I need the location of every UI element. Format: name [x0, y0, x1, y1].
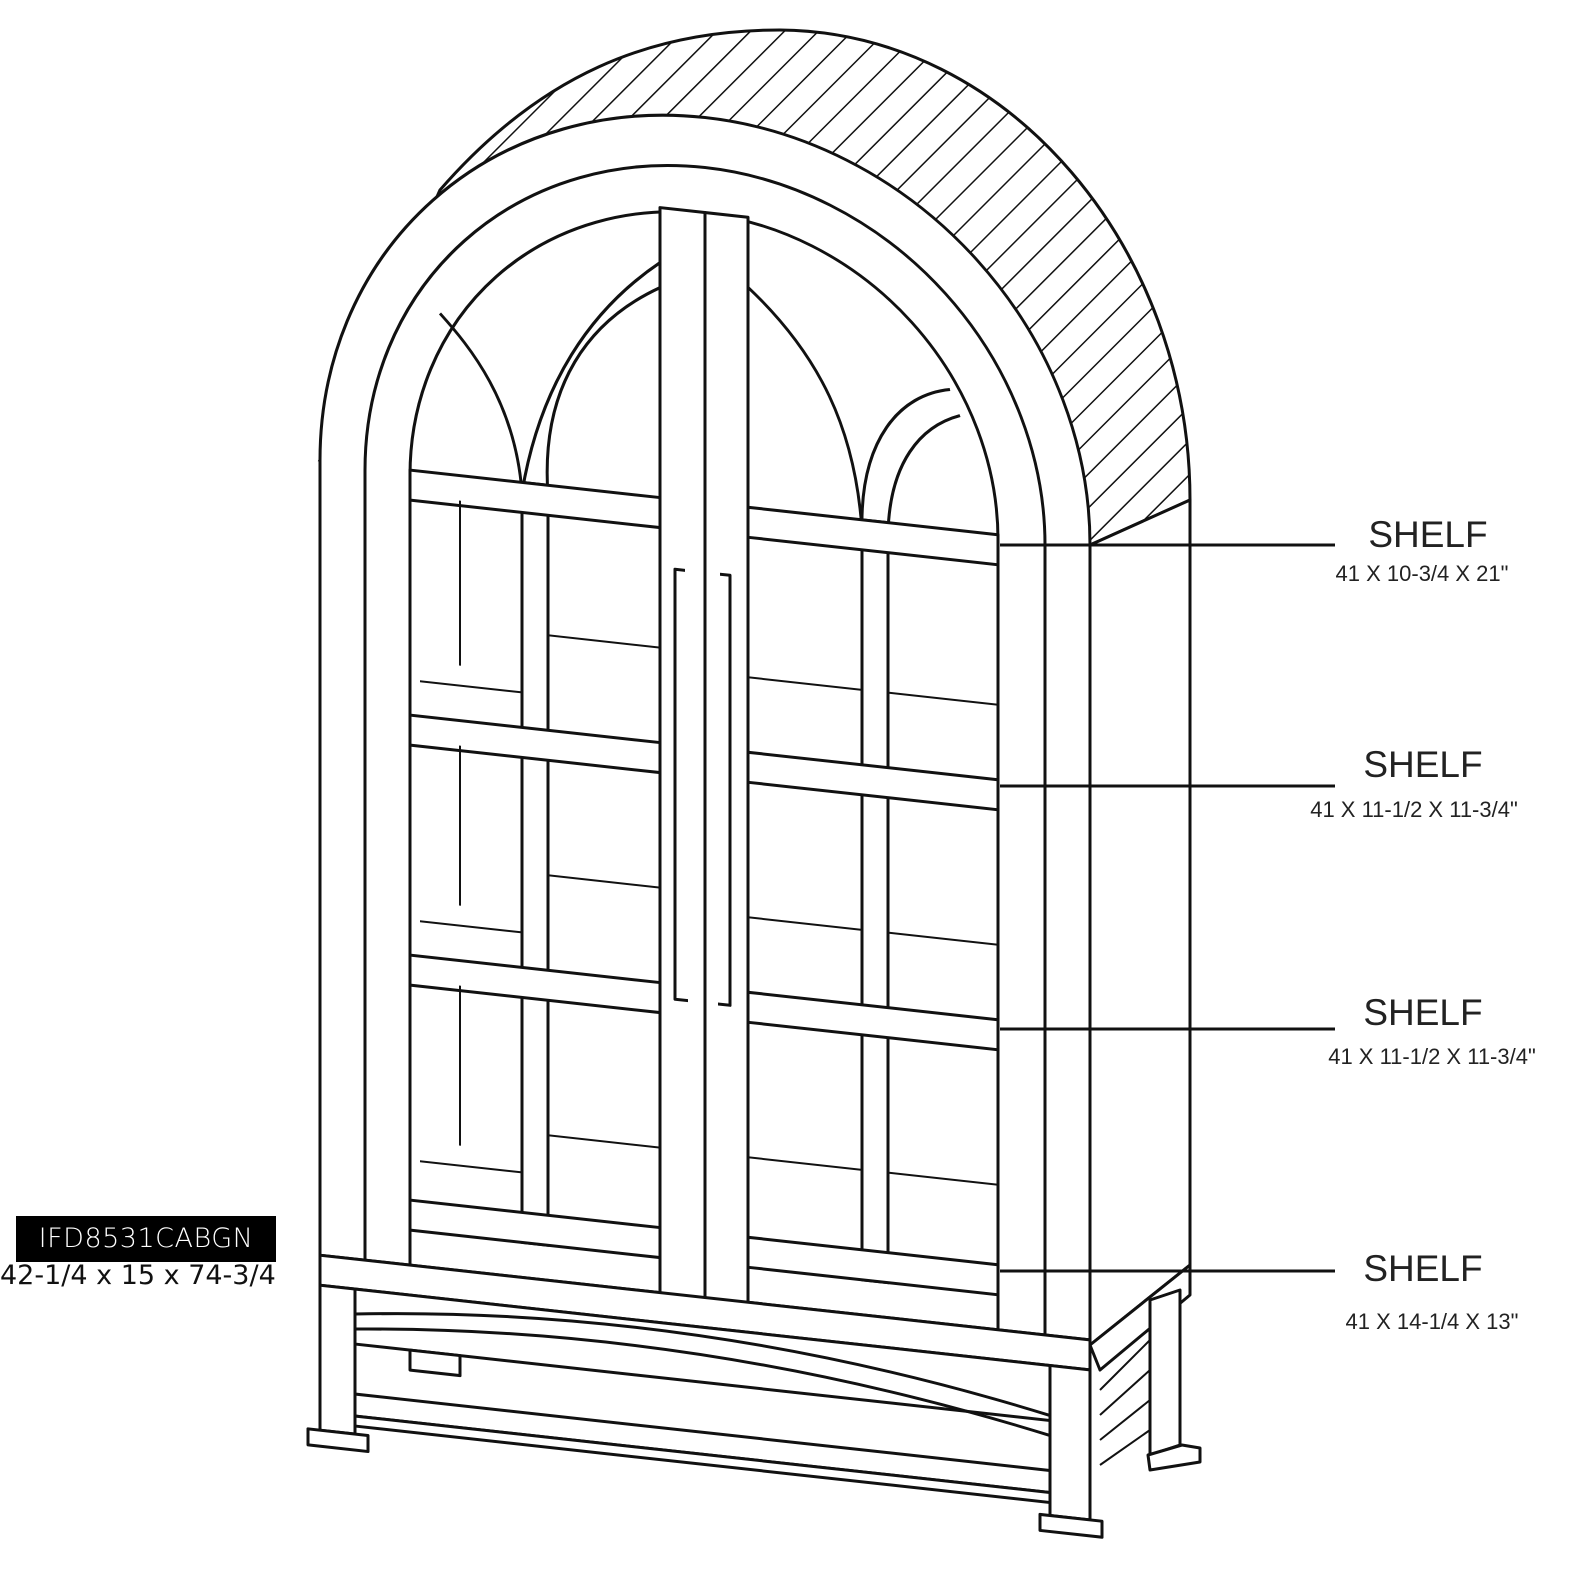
- right-door-handle[interactable]: [718, 572, 732, 1007]
- left-door-handle[interactable]: [673, 567, 688, 1003]
- product-dimensions: 42-1/4 x 15 x 74-3/4: [0, 1260, 276, 1291]
- shelf-size-1: 41 X 10-3/4 X 21": [1336, 561, 1509, 586]
- shelf-size-2: 41 X 11-1/2 X 11-3/4": [1310, 797, 1518, 822]
- right-base-side: [1088, 1263, 1202, 1472]
- shelf-size-4: 41 X 14-1/4 X 13": [1346, 1309, 1519, 1334]
- product-sku-label: IFD8531CABGN: [16, 1216, 276, 1262]
- shelf-size-3: 41 X 11-1/2 X 11-3/4": [1328, 1044, 1536, 1069]
- shelf-label-2: SHELF: [1363, 744, 1482, 785]
- right-side-panel: [1088, 498, 1192, 1347]
- shelf-label-1: SHELF: [1368, 514, 1487, 555]
- shelf-label-3: SHELF: [1363, 992, 1482, 1033]
- shelf-label-4: SHELF: [1363, 1248, 1482, 1289]
- cabinet-front: [306, 113, 1104, 1539]
